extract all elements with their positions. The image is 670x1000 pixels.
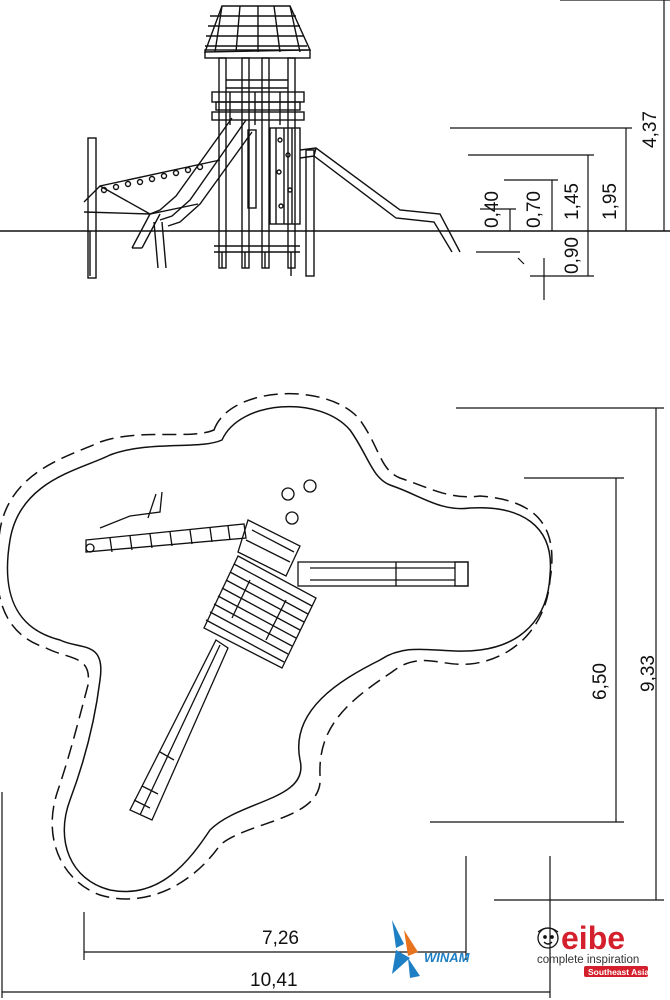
platform: [211, 91, 305, 125]
dim-label-9-33: 9,33: [638, 655, 659, 692]
elevation-dimension-lines: [450, 0, 670, 300]
eibe-region-badge: [584, 966, 648, 977]
elevation-view: [0, 0, 670, 300]
dim-label-7-26: 7,26: [262, 928, 299, 949]
eibe-tagline: complete inspiration: [537, 954, 639, 966]
dim-label-10-41: 10,41: [250, 970, 298, 991]
winam-figure-icon: [392, 920, 404, 948]
eibe-wordmark: eibe: [561, 920, 625, 956]
plan-stepping-posts: [281, 479, 317, 525]
winam-wordmark: WINAM: [424, 950, 471, 965]
plan-dimension-lines: [1, 407, 664, 998]
dim-label-4-37: 4,37: [640, 111, 661, 148]
dim-label-1-95: 1,95: [600, 183, 621, 220]
eibe-face-icon: [537, 927, 559, 949]
plan-right-slide: [297, 561, 469, 587]
dim-label-0-70: 0,70: [524, 191, 545, 228]
eibe-region-text: Southeast Asia: [588, 967, 649, 977]
dim-label-1-45: 1,45: [562, 183, 583, 220]
plan-view: [0, 392, 664, 998]
plan-long-slide: [129, 639, 229, 821]
dim-label-0-90: 0,90: [562, 237, 583, 274]
dim-label-0-40: 0,40: [482, 191, 503, 228]
winam-logo: WINAM: [392, 920, 471, 978]
plan-tower: [237, 519, 301, 577]
eibe-logo: eibe complete inspiration Southeast Asia: [537, 920, 649, 977]
left-post: [87, 137, 97, 279]
footings: [89, 231, 292, 276]
climbing-wall: [269, 127, 301, 225]
plan-ladder-bridge: [85, 491, 247, 553]
fireman-pole: [247, 129, 257, 209]
tower-posts: [214, 57, 300, 269]
plan-roof: [203, 555, 317, 669]
ladder-bridge: [83, 159, 221, 269]
safety-zone-outline: [6, 405, 552, 893]
dim-label-6-50: 6,50: [590, 663, 611, 700]
safety-zone-dashed: [0, 392, 553, 900]
tower-roof: [203, 5, 312, 59]
right-slide: [299, 147, 461, 277]
